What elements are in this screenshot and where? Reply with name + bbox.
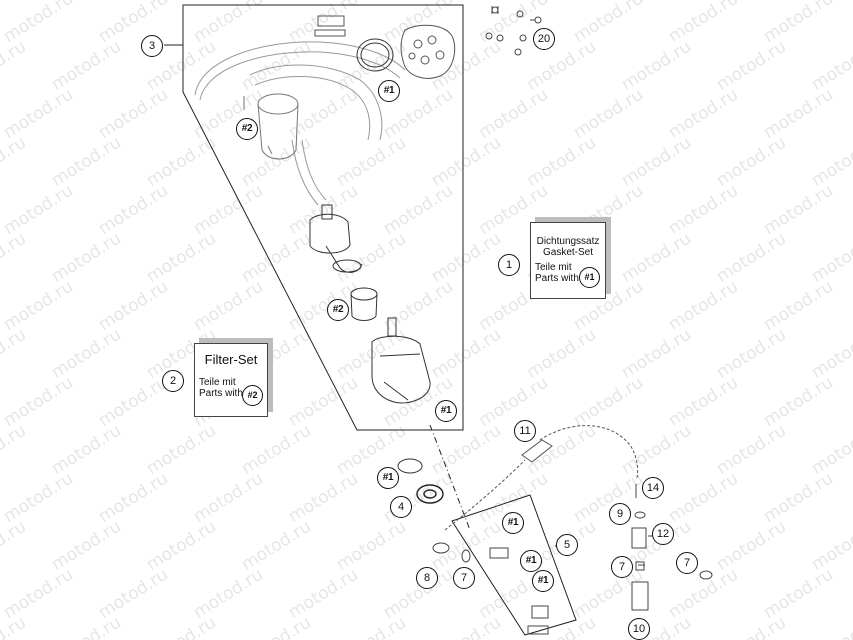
callout-2-kit: 2: [162, 370, 184, 392]
right-fittings: [631, 484, 713, 611]
callout-ref-1-top: #1: [378, 80, 400, 102]
callout-20: 20: [533, 28, 555, 50]
filter-sleeve: [350, 287, 378, 321]
callout-9: 9: [609, 503, 631, 525]
main-assembly-outline: [182, 4, 464, 431]
filter-set-parts-en: Parts with: [199, 388, 243, 399]
callout-7-mid: 7: [611, 556, 633, 578]
callout-8: 8: [416, 567, 438, 589]
gasket-set-box: Dichtungssatz Gasket-Set Teile mit Parts…: [530, 222, 606, 299]
pump-flange: [400, 24, 456, 79]
callout-4: 4: [390, 496, 412, 518]
fuel-pump-unit: [309, 204, 363, 273]
bolt-set: [485, 6, 542, 56]
reservoir-cup: [243, 93, 299, 160]
callout-5: 5: [556, 534, 578, 556]
gasket-set-title-en: Gasket-Set: [542, 247, 594, 258]
callout-10: 10: [628, 618, 650, 640]
quick-connector-box: [451, 494, 577, 636]
assembly-axis: [429, 424, 471, 531]
callout-12: 12: [652, 523, 674, 545]
hose-connector: [314, 15, 346, 37]
callout-3: 3: [141, 35, 163, 57]
callout-ref-1-box-a: #1: [502, 512, 524, 534]
callout-1-kit: 1: [498, 254, 520, 276]
grommet: [416, 484, 444, 504]
o-ring: [397, 458, 423, 474]
callout-ref-1-ring: #1: [377, 467, 399, 489]
filter-set-title: Filter-Set: [204, 352, 258, 367]
callout-7-right: 7: [676, 552, 698, 574]
callout-11: 11: [514, 420, 536, 442]
callout-ref-2-filter: #2: [327, 299, 349, 321]
retaining-ring: [356, 38, 394, 72]
gasket-set-ref: #1: [579, 267, 600, 288]
main-filter: [371, 317, 431, 404]
fitting-parts: [432, 542, 549, 635]
callout-ref-1-box-b: #1: [520, 550, 542, 572]
fuel-line: [444, 425, 639, 531]
filter-set-parts-de: Teile mit: [199, 377, 236, 388]
callout-ref-1-box-c: #1: [532, 570, 554, 592]
gasket-set-title-de: Dichtungssatz: [536, 236, 600, 247]
fuel-hose: [194, 41, 406, 206]
filter-set-ref: #2: [242, 385, 263, 406]
callout-14: 14: [642, 477, 664, 499]
callout-7-left: 7: [453, 567, 475, 589]
callout-ref-1-pump: #1: [435, 400, 457, 422]
gasket-set-parts-de: Teile mit: [535, 262, 572, 273]
gasket-set-parts-en: Parts with: [535, 273, 579, 284]
callout-ref-2: #2: [236, 118, 258, 140]
filter-set-box: Filter-Set Teile mit Parts with #2: [194, 343, 268, 417]
